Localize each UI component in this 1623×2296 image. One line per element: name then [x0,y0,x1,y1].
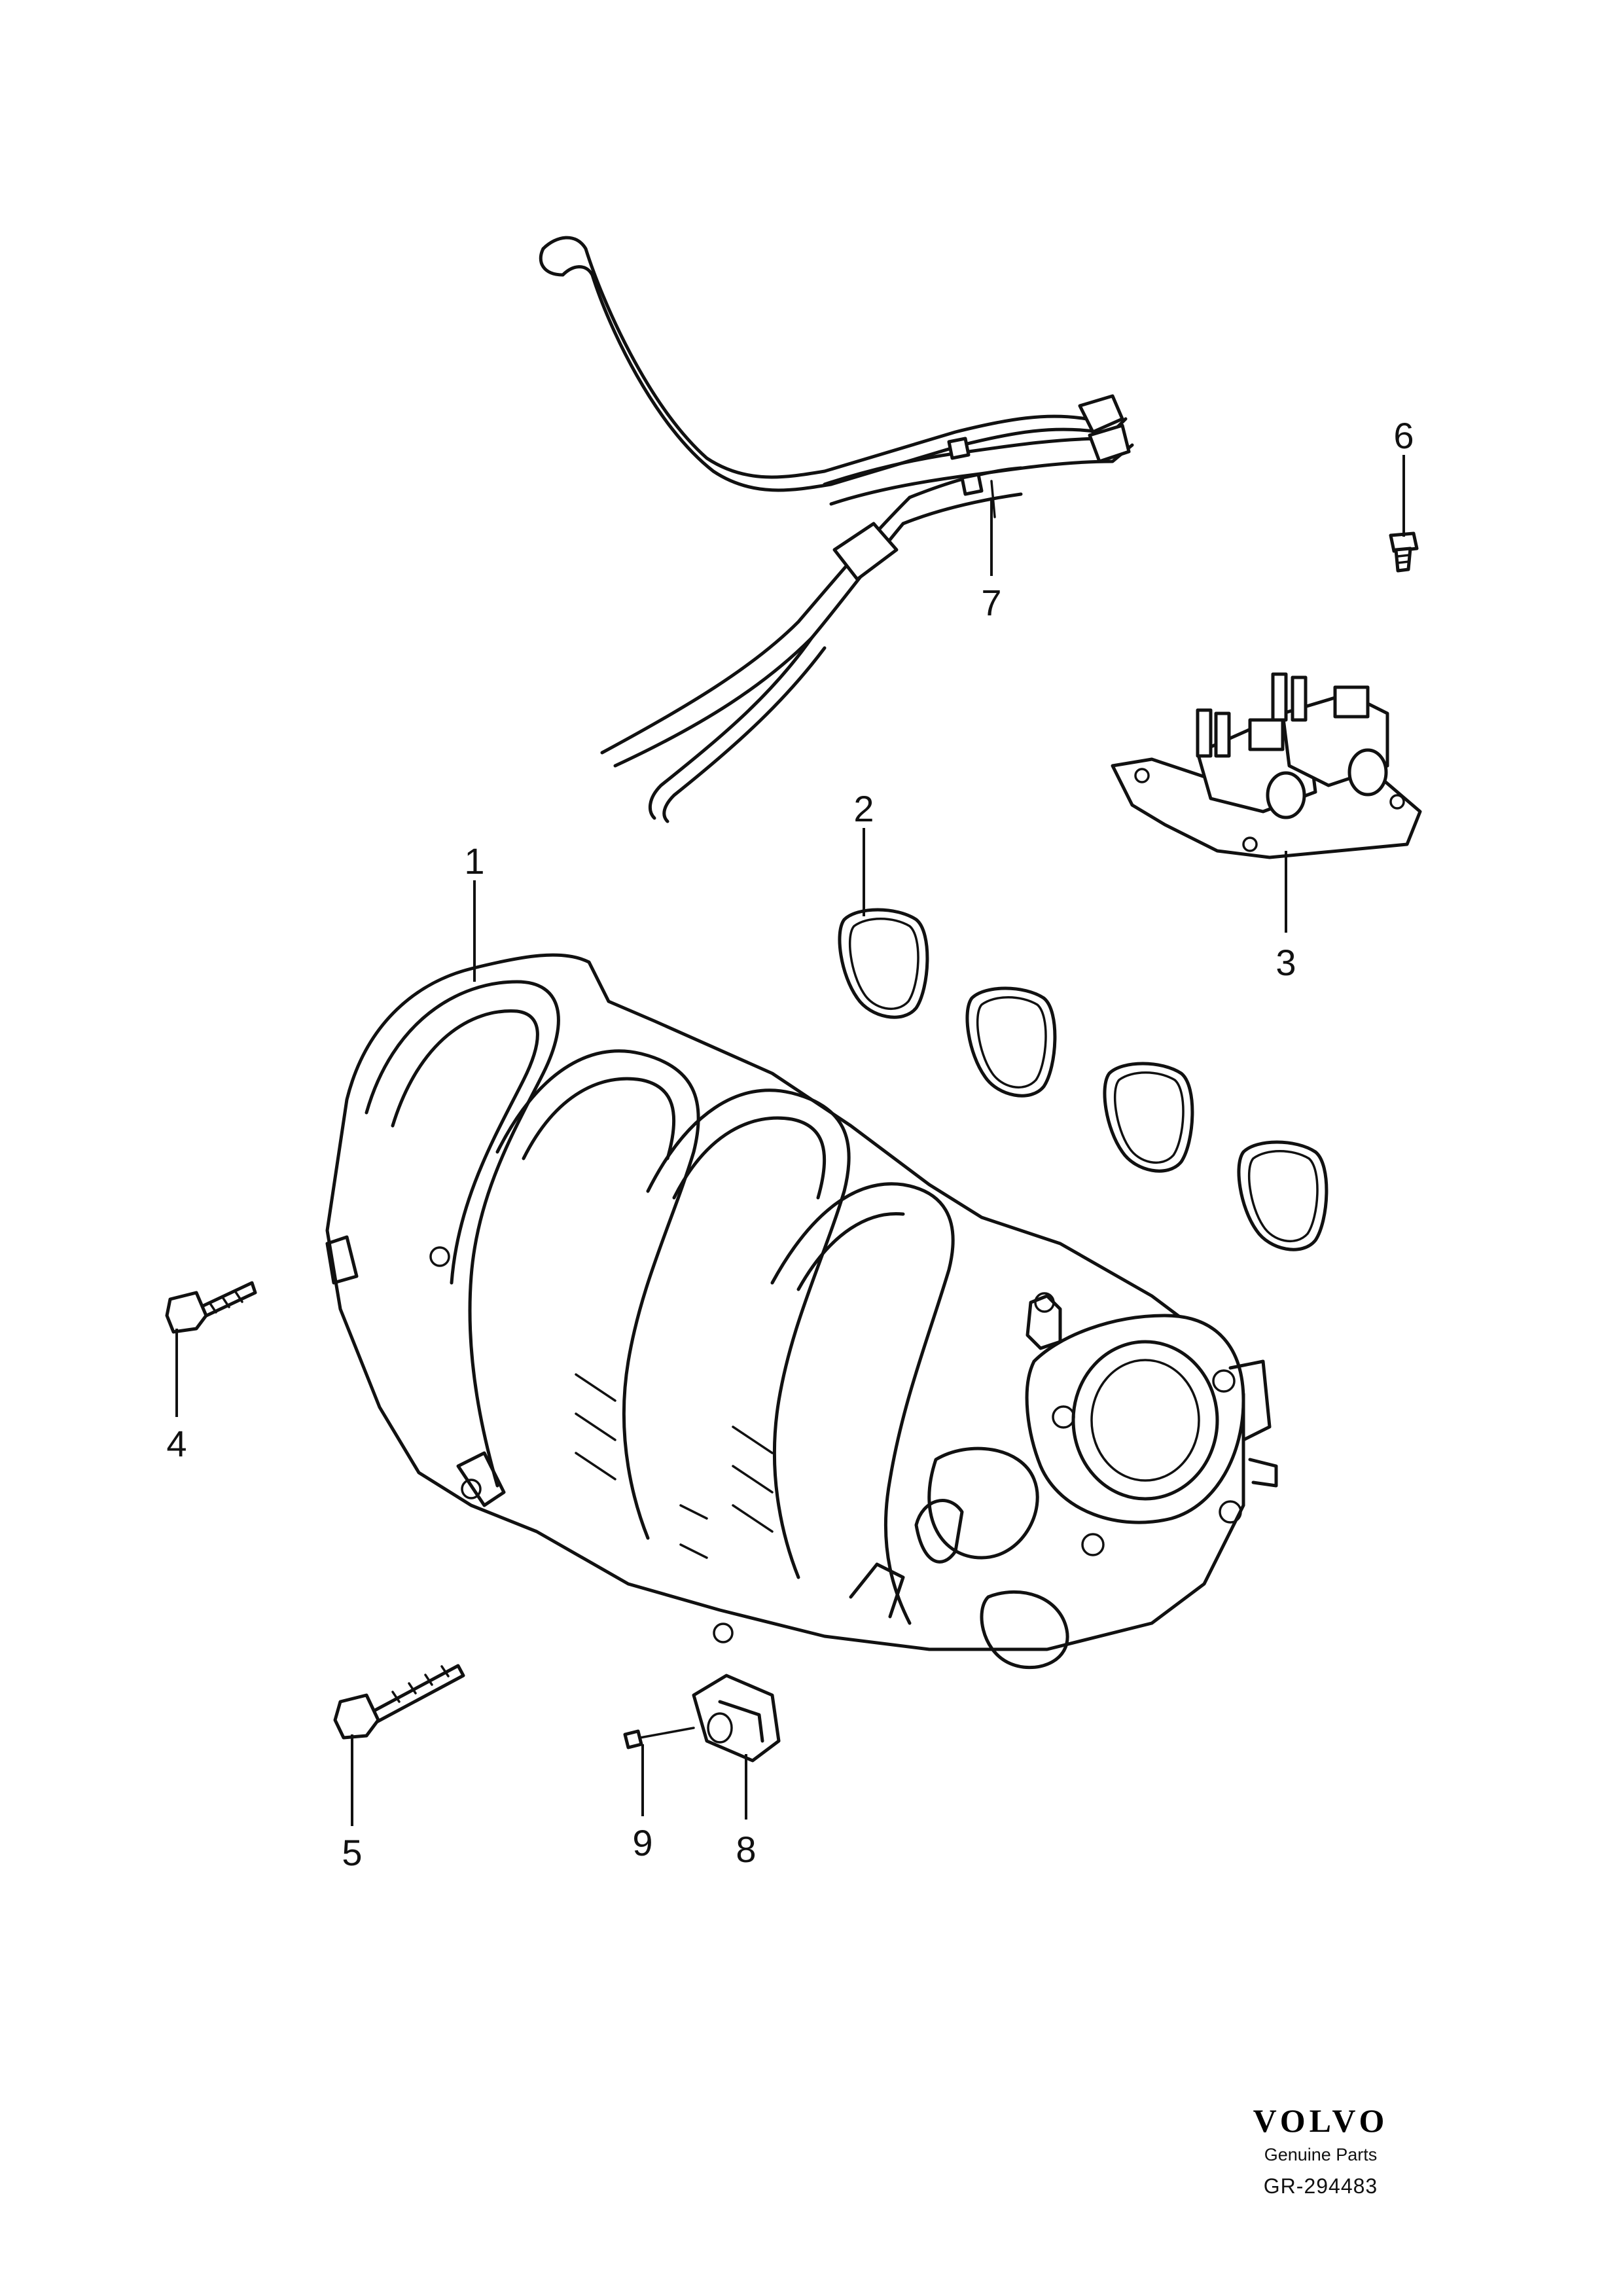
callout-8: 8 [736,1829,756,1870]
diagram-reference: GR-294483 [1263,2174,1378,2198]
callout-4: 4 [166,1423,187,1464]
solenoid-valve-unit [1111,672,1422,859]
bolt-part-5 [333,1664,465,1740]
callout-labels: 1 2 3 4 5 6 7 8 9 [166,415,1414,1873]
intake-manifold [325,953,1278,1670]
manifold-gaskets [838,908,1329,1251]
screw-part-9 [623,1727,695,1749]
callout-6: 6 [1393,415,1414,456]
callout-5: 5 [342,1832,362,1873]
bolt-part-4 [165,1281,257,1334]
leader-lines [175,455,1405,1826]
genuine-parts-label: Genuine Parts [1264,2145,1378,2164]
sensor-part-8 [692,1674,781,1763]
callout-7: 7 [981,582,1001,623]
brand-block: VOLVO Genuine Parts GR-294483 [1203,2104,1438,2198]
callout-2: 2 [853,788,874,829]
callout-1: 1 [464,840,484,882]
callout-9: 9 [632,1822,652,1863]
screw-part-6 [1389,531,1419,573]
volvo-logo: VOLVO [1253,2102,1389,2139]
vacuum-hose-assembly [539,236,1134,823]
callout-3: 3 [1275,942,1296,983]
